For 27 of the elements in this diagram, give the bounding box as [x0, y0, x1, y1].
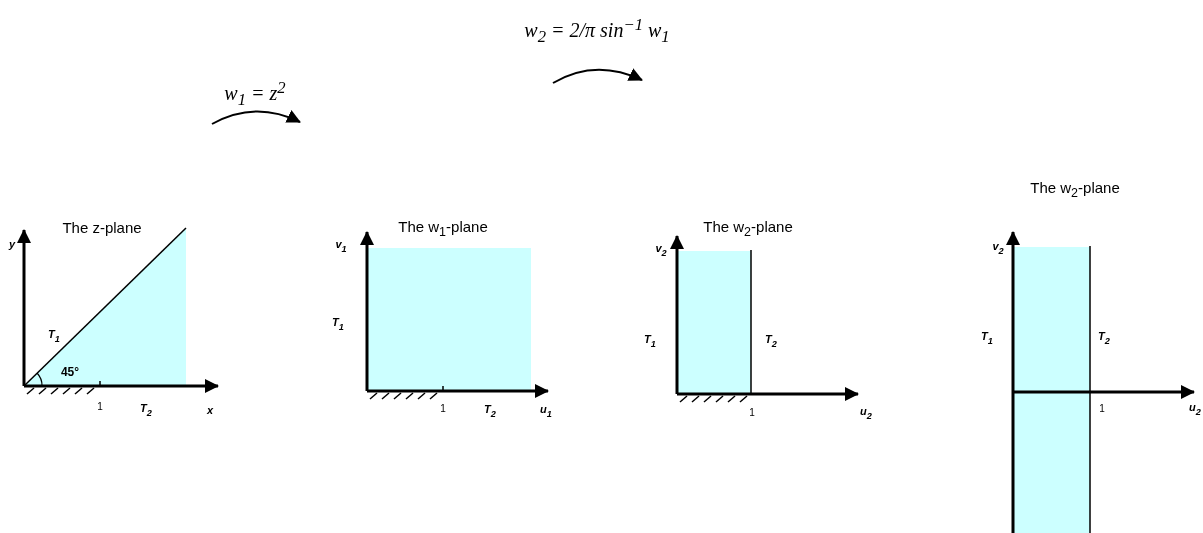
- tick-label: 1: [749, 406, 755, 418]
- mapping-formula: w$_{1}$ = z$^{2}$: [224, 78, 286, 110]
- tick-label: 1: [440, 402, 446, 414]
- boundary-label: T$_{2}$: [1098, 330, 1110, 346]
- axis-label: u$_{2}$: [860, 405, 872, 421]
- tick-label: 1: [97, 400, 103, 412]
- axis-label: v$_{1}$: [335, 238, 347, 254]
- plane-title: The w$_{2}$-plane: [703, 218, 793, 240]
- boundary-label: T$_{2}$: [140, 402, 152, 418]
- boundary-label: T$_{1}$: [48, 328, 60, 344]
- plane-title: The z-plane: [62, 219, 142, 237]
- plane-title: The w$_{1}$-plane: [398, 218, 488, 240]
- boundary-label: T$_{1}$: [644, 333, 656, 349]
- mapping-formula: w$_{2}$ = 2/π sin$^{−1}$ w$_{1}$: [524, 15, 670, 47]
- axis-label: v$_{2}$: [655, 242, 667, 258]
- angle-label: 45°: [60, 366, 80, 380]
- boundary-label: T$_{1}$: [332, 316, 344, 332]
- plane-title: The w$_{2}$-plane: [1030, 179, 1120, 201]
- tick-label: 1: [1099, 402, 1105, 414]
- axis-label: u$_{1}$: [540, 403, 552, 419]
- axis-label: v$_{2}$: [992, 240, 1004, 256]
- axis-label: u$_{2}$: [1189, 401, 1201, 417]
- boundary-label: T$_{2}$: [765, 333, 777, 349]
- boundary-label: T$_{1}$: [981, 330, 993, 346]
- axis-label: y: [8, 237, 16, 251]
- axis-label: x: [206, 403, 214, 417]
- boundary-label: T$_{2}$: [484, 403, 496, 419]
